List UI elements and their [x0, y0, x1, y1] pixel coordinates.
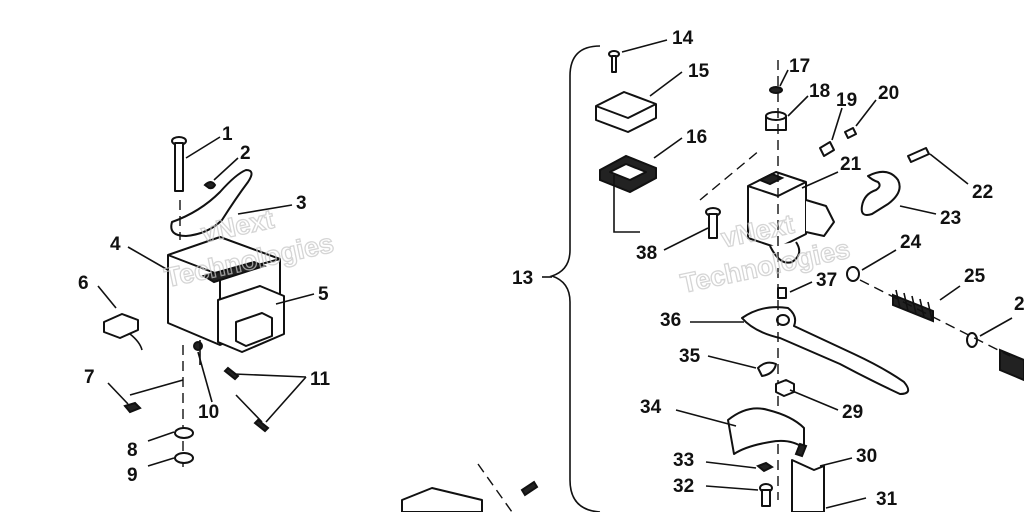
callout-22: 22 — [972, 182, 993, 203]
callout-23: 23 — [940, 208, 961, 229]
washer-part-9 — [174, 452, 194, 464]
pin-part-37 — [777, 287, 787, 299]
callout-10: 10 — [198, 402, 219, 423]
spring-part-26b — [999, 348, 1024, 382]
callout-32: 32 — [673, 476, 694, 497]
callout-34: 34 — [640, 397, 662, 418]
spring-part-35 — [757, 361, 777, 377]
callout-13: 13 — [512, 268, 533, 289]
connector-part-5 — [201, 260, 285, 353]
bracket-part-34 — [727, 407, 805, 455]
callout-14: 14 — [672, 28, 694, 49]
callout-18: 18 — [809, 81, 830, 102]
callout-35: 35 — [679, 346, 701, 367]
part-20 — [844, 127, 857, 139]
callout-38: 38 — [636, 243, 657, 264]
clip-part-2 — [203, 181, 217, 190]
callout-5: 5 — [318, 284, 329, 305]
callout-7: 7 — [84, 367, 95, 388]
callout-16: 16 — [686, 127, 707, 148]
callout-30: 30 — [856, 446, 877, 467]
lower-screw — [520, 480, 539, 497]
callout-20: 20 — [878, 83, 899, 104]
callout-15: 15 — [688, 61, 710, 82]
callout-6: 6 — [78, 273, 89, 294]
callout-26-partial: 2 — [1014, 294, 1024, 315]
callout-21: 21 — [840, 154, 862, 175]
washer-part-24 — [846, 266, 860, 282]
callout-17: 17 — [789, 56, 810, 77]
callout-33: 33 — [673, 450, 694, 471]
washer-part-8 — [174, 427, 194, 439]
screw-part-11b — [253, 418, 270, 433]
screw-part-22 — [907, 147, 930, 163]
bracket-brace-13 — [549, 45, 601, 512]
callout-3: 3 — [296, 193, 307, 214]
callout-8: 8 — [127, 440, 138, 461]
nut-part-33 — [756, 461, 774, 473]
leader-lines — [97, 39, 1013, 509]
callout-numbers: 1 2 3 4 5 6 7 8 9 10 11 13 14 15 16 17 1… — [78, 28, 1024, 510]
plug-part-6 — [103, 313, 143, 351]
bolt-part-32 — [759, 483, 773, 507]
callout-19: 19 — [836, 90, 857, 111]
bolt-part-1 — [171, 136, 187, 192]
callout-11: 11 — [310, 369, 331, 390]
spring-part-25 — [892, 289, 934, 323]
lower-part-a — [401, 487, 483, 512]
callout-9: 9 — [127, 465, 138, 486]
callout-4: 4 — [110, 234, 121, 255]
callout-31: 31 — [876, 489, 898, 510]
lever-part-3 — [170, 169, 253, 237]
right-assembly — [401, 45, 1024, 512]
screw-part-38 — [705, 207, 721, 239]
callout-25: 25 — [964, 266, 986, 287]
master-cylinder-part-21 — [747, 171, 835, 264]
switch-part-30 — [791, 459, 825, 512]
callout-37: 37 — [816, 270, 837, 291]
callout-1: 1 — [222, 124, 233, 145]
left-assembly — [103, 136, 285, 470]
callout-24: 24 — [900, 232, 922, 253]
bushing-part-18 — [765, 111, 787, 131]
clamp-part-23 — [860, 170, 901, 216]
lever-part-36 — [741, 306, 910, 395]
callout-36: 36 — [660, 310, 681, 331]
callout-2: 2 — [240, 143, 251, 164]
callout-29: 29 — [842, 402, 863, 423]
cap-part-17 — [769, 86, 783, 94]
nut-part-7 — [123, 401, 142, 414]
part-19 — [819, 141, 835, 157]
nut-part-29 — [775, 379, 795, 397]
screw-part-14 — [608, 50, 620, 73]
